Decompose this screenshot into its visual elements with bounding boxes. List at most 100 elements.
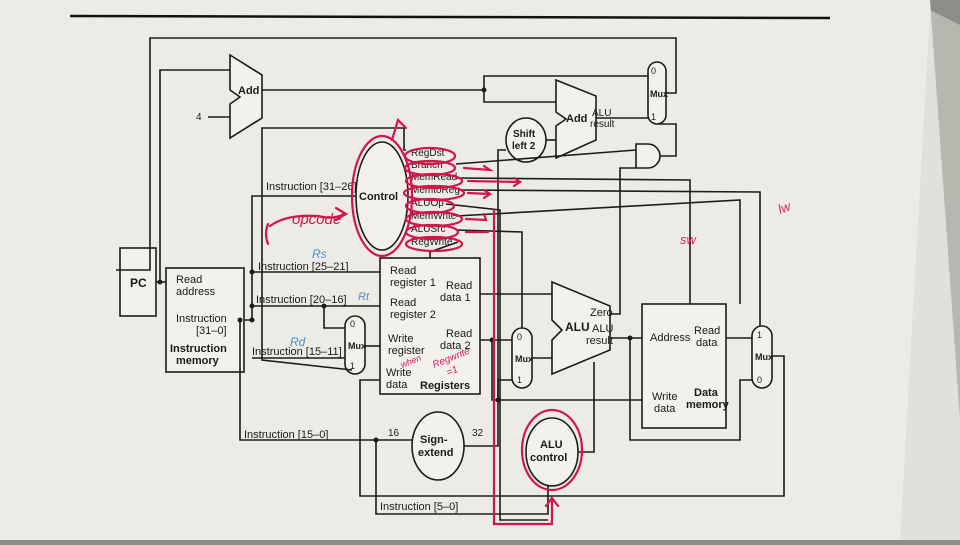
width-32: 32 bbox=[472, 428, 484, 439]
instr-15-11-label: Instruction [15–11] bbox=[252, 346, 342, 358]
wire-signext-to-mux bbox=[464, 379, 512, 447]
data-memory bbox=[641, 303, 727, 429]
junction-dot bbox=[373, 437, 379, 443]
write-reg-label-2: register bbox=[388, 345, 425, 357]
dm-write-data-2: data bbox=[654, 403, 676, 415]
wire-memread bbox=[455, 177, 691, 304]
alusrc-mux-0: 0 bbox=[517, 332, 522, 342]
wire-rt-to-mux bbox=[323, 306, 345, 329]
junction-dot bbox=[481, 87, 487, 93]
ink-aluop-arrowhead bbox=[544, 496, 560, 508]
wire-writeback bbox=[359, 355, 785, 497]
header-rule bbox=[69, 14, 831, 20]
signal-regwrite: RegWrite bbox=[411, 237, 453, 248]
memtoreg-mux-label: Mux bbox=[755, 352, 773, 362]
opcode-underline-ink bbox=[268, 212, 346, 228]
regdst-mux-1: 1 bbox=[350, 361, 355, 371]
wire-alusrc bbox=[455, 229, 523, 328]
wire-branch bbox=[455, 149, 637, 165]
junction-dots bbox=[157, 87, 633, 443]
ink-arrow-memtoreg bbox=[466, 191, 492, 196]
read-data1-label-2: data 1 bbox=[440, 292, 471, 304]
wire-memtoreg bbox=[457, 189, 761, 326]
constant-four: 4 bbox=[196, 112, 202, 123]
ink-arrow-regdst bbox=[390, 117, 408, 142]
branch-and-gate bbox=[635, 143, 661, 169]
regdst-mux-label: Mux bbox=[348, 341, 366, 351]
junction-dot bbox=[157, 279, 163, 285]
rt-note: Rt bbox=[358, 291, 370, 303]
signal-memwrite: MemWrite bbox=[411, 211, 457, 222]
junction-dot bbox=[237, 317, 243, 323]
opcode-tail-ink bbox=[264, 222, 270, 246]
regdst-mux-0: 0 bbox=[350, 319, 355, 329]
pc-mux-label: Mux bbox=[650, 89, 668, 99]
wire-alucontrol-to-alu bbox=[578, 362, 595, 453]
signal-branch: Branch bbox=[411, 160, 443, 171]
alu-result-label-2: result bbox=[586, 335, 613, 347]
wire-pc4-to-branch-adder bbox=[483, 90, 556, 103]
ink-aluop-path bbox=[492, 208, 554, 526]
instruction-memory-title-1: Instruction bbox=[170, 343, 227, 355]
read-reg2-label-1: Read bbox=[390, 297, 416, 309]
memread-circle-ink bbox=[404, 172, 464, 190]
instr-31-26-label: Instruction [31–26] bbox=[266, 181, 357, 193]
pc-mux-0: 0 bbox=[651, 66, 656, 76]
main-alu-label: ALU bbox=[565, 320, 590, 334]
branch-adder-alu-label: ALU bbox=[592, 108, 611, 119]
read-data2-label-1: Read bbox=[446, 328, 472, 340]
wire-funct bbox=[375, 440, 549, 515]
wire-aluresult-bypass bbox=[629, 338, 752, 441]
shift-left-label-2: left 2 bbox=[512, 141, 536, 152]
wire-pc-feedback bbox=[116, 37, 677, 271]
sign-extend-label-1: Sign- bbox=[420, 434, 448, 446]
junction-dot bbox=[627, 335, 633, 341]
wire-and-to-mux bbox=[658, 123, 677, 157]
rs-note: Rs bbox=[312, 247, 327, 261]
instruction-label-1: Instruction bbox=[176, 313, 227, 325]
zero-label: Zero bbox=[590, 307, 613, 319]
instr-15-0-label: Instruction [15–0] bbox=[244, 429, 328, 441]
data-memory-title-2: memory bbox=[686, 399, 730, 411]
instr-5-0-label: Instruction [5–0] bbox=[380, 501, 458, 513]
alucontrol-circle-ink bbox=[520, 408, 584, 492]
junction-dot bbox=[249, 317, 255, 323]
wire-zero-to-and bbox=[610, 167, 636, 315]
dm-read-data-1: Read bbox=[694, 325, 720, 337]
memtoreg-mux-1: 1 bbox=[757, 330, 762, 340]
branch-adder-label: Add bbox=[566, 113, 587, 125]
regwrite-circle-ink bbox=[404, 235, 464, 253]
shift-left-label-1: Shift bbox=[513, 129, 536, 140]
memtoreg-mux bbox=[751, 325, 773, 389]
read-data1-label-1: Read bbox=[446, 280, 472, 292]
wire-memwrite bbox=[455, 199, 741, 304]
pc-adder bbox=[229, 53, 263, 140]
sign-extend-label-2: extend bbox=[418, 447, 453, 459]
dm-read-data-2: data bbox=[696, 337, 718, 349]
wire-regdst bbox=[261, 127, 406, 371]
read-address-label-2: address bbox=[176, 286, 216, 298]
branch-adder bbox=[555, 78, 597, 160]
opcode-arrowhead-ink bbox=[334, 206, 349, 222]
registers-title: Registers bbox=[420, 380, 470, 392]
signal-alusrc: ALUSrc bbox=[411, 224, 445, 235]
width-16: 16 bbox=[388, 428, 400, 439]
junction-dot bbox=[321, 303, 327, 309]
signal-memtoreg: MemtoReg bbox=[411, 185, 460, 196]
memtoreg-mux-0: 0 bbox=[757, 375, 762, 385]
signal-memread: MemRead bbox=[411, 172, 457, 183]
control-signal-list: RegDst Branch MemRead MemtoReg ALUOp Mem… bbox=[411, 148, 460, 248]
read-reg2-label-2: register 2 bbox=[390, 309, 436, 321]
dm-write-data-1: Write bbox=[652, 391, 677, 403]
alusrc-circle-ink bbox=[404, 223, 460, 241]
signal-aluop: ALUOp bbox=[411, 198, 444, 209]
control-label: Control bbox=[359, 191, 398, 203]
regwrite-note-2: =1 bbox=[445, 364, 460, 378]
regdst-circle-ink bbox=[403, 146, 457, 166]
write-reg-label-1: Write bbox=[388, 333, 413, 345]
ink-arrow-branch bbox=[462, 164, 495, 172]
page-shadow bbox=[900, 10, 960, 540]
ink-arrowhead-memread bbox=[512, 176, 522, 188]
alu-control-label-2: control bbox=[530, 452, 567, 464]
